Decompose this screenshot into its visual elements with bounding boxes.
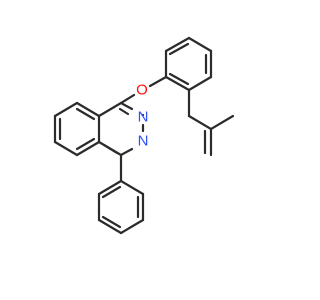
molecule-canvas: O N N <box>53 36 235 235</box>
molecule-structure: O N N <box>53 36 235 235</box>
bond <box>97 101 123 118</box>
oxygen-atom-label: O <box>136 82 148 99</box>
bond <box>187 75 213 92</box>
bond <box>118 107 130 116</box>
bond <box>168 42 190 56</box>
bond <box>187 114 213 131</box>
bonds-group <box>53 36 235 235</box>
bond <box>148 75 168 88</box>
bond <box>75 137 96 151</box>
nitrogen-atom-label: N <box>138 109 149 126</box>
bond <box>101 185 122 199</box>
bond <box>187 36 213 53</box>
bond <box>75 107 96 121</box>
bond <box>164 75 191 92</box>
bond <box>53 140 79 157</box>
bond <box>97 179 123 196</box>
nitrogen-atom-label: N <box>138 133 149 150</box>
bond <box>75 140 101 157</box>
bond <box>209 114 235 131</box>
bond <box>102 143 119 155</box>
bond <box>119 179 145 196</box>
bond <box>168 72 190 86</box>
bond <box>97 218 123 235</box>
atom-labels-group: O N N <box>136 82 148 150</box>
bond <box>119 93 136 105</box>
bond <box>53 101 79 118</box>
bond <box>119 218 145 235</box>
bond <box>75 101 101 118</box>
bond <box>164 36 191 53</box>
bond <box>101 215 122 229</box>
bond <box>119 147 134 157</box>
bond <box>119 101 134 111</box>
